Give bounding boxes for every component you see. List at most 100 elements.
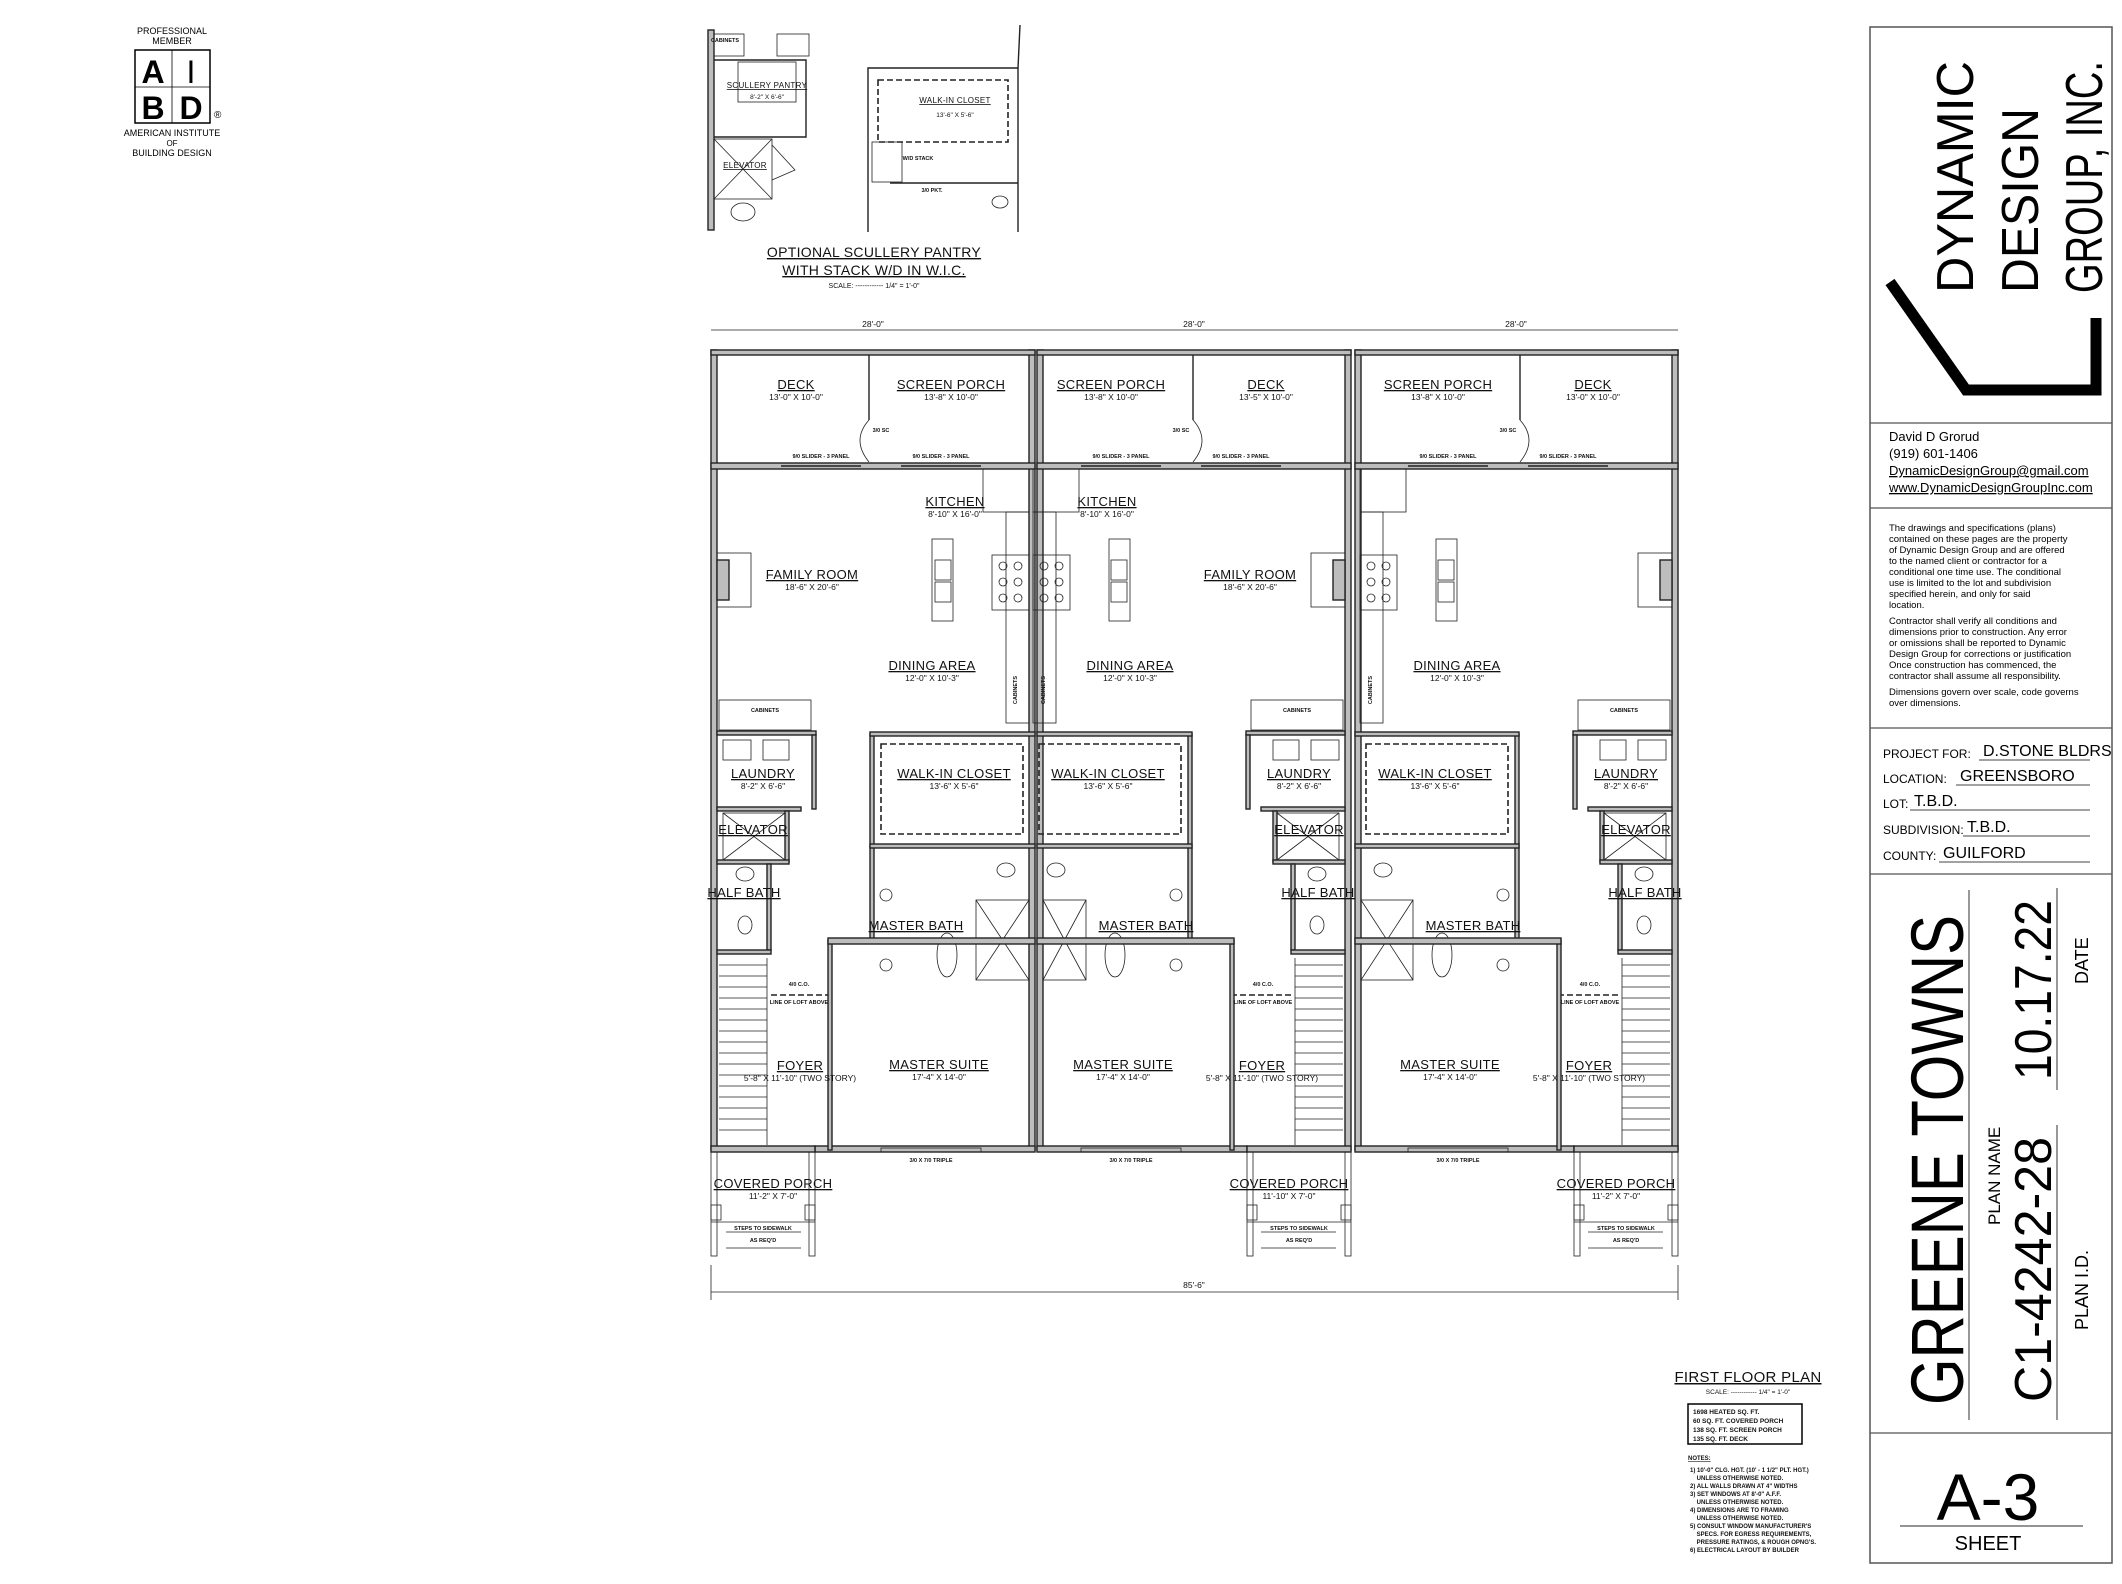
contact-name: David D Grorud <box>1889 429 1979 444</box>
room-label-deck: DECK <box>1574 377 1611 392</box>
top-dim-3: 28'-0" <box>1505 319 1527 329</box>
overall-dim: 85'-6" <box>1183 1280 1205 1290</box>
disclaimer-line: Contractor shall verify all conditions a… <box>1889 616 2057 627</box>
logo-bottom-2: OF <box>166 139 177 148</box>
room-label-kitchen: KITCHEN <box>1077 494 1136 509</box>
room-label-foyer: FOYER <box>1239 1058 1285 1073</box>
room-label-laundry: LAUNDRY <box>1594 766 1658 781</box>
project-for-value: D.STONE BLDRS <box>1983 743 2112 760</box>
slider-label: 9/0 SLIDER - 3 PANEL <box>1212 454 1270 460</box>
room-dims-dining: 12'-0" X 10'-3" <box>905 673 959 683</box>
room-dims-deck: 13'-5" X 10'-0" <box>1239 392 1293 402</box>
room-dims-suite: 17'-4" X 14'-0" <box>912 1072 966 1082</box>
logo-top-2: MEMBER <box>152 36 192 46</box>
room-dims-deck: 13'-0" X 10'-0" <box>1566 392 1620 402</box>
room-label-foyer: FOYER <box>1566 1058 1612 1073</box>
room-dims-screen: 13'-8" X 10'-0" <box>1411 392 1465 402</box>
logo-top-1: PROFESSIONAL <box>137 26 207 36</box>
contact-phone: (919) 601-1406 <box>1889 446 1978 461</box>
disclaimer-line: conditional one time use. The conditiona… <box>1889 567 2061 578</box>
room-label-walkin: WALK-IN CLOSET <box>1051 766 1165 781</box>
as-reqd-label: AS REQ'D <box>1613 1238 1639 1244</box>
window-label: 3/0 X 7/0 TRIPLE <box>1436 1158 1479 1164</box>
cabinets-label: CABINETS <box>751 708 779 714</box>
title-block: DYNAMIC DESIGN GROUP, INC. David D Groru… <box>1869 26 2114 1564</box>
disclaimer-line: Design Group for corrections or justific… <box>1889 649 2071 660</box>
loft-line-label: LINE OF LOFT ABOVE <box>1561 1000 1620 1006</box>
room-dims-family: 18'-6" X 20'-6" <box>1223 582 1277 592</box>
plan-id-label: PLAN I.D. <box>2072 1250 2092 1330</box>
plan-name: GREENE TOWNS <box>1896 915 1979 1405</box>
room-dims-walkin: 13'-6" X 5'-6" <box>1084 781 1133 791</box>
room-label-halfbath: HALF BATH <box>707 885 780 900</box>
disclaimer-line: dimensions prior to construction. Any er… <box>1889 627 2067 638</box>
disclaimer: The drawings and specifications (plans)c… <box>1889 523 2079 709</box>
area-line: 135 SQ. FT. DECK <box>1693 1436 1748 1443</box>
room-dims-foyer: 5'-8" X 11'-10" (TWO STORY) <box>1206 1073 1318 1083</box>
room-dims-porch: 11'-2" X 7'-0" <box>749 1191 797 1201</box>
first-floor-plan: 28'-0" 28'-0" 28'-0" 85'-6" 3/0 SC9/0 SL… <box>707 319 1681 1300</box>
disclaimer-line: contained on these pages are the propert… <box>1889 534 2068 545</box>
optional-scullery-plan: CABINETS SCULLERY PANTRY 8'-2" X 6'-6" E… <box>707 24 1021 290</box>
room-label-laundry: LAUNDRY <box>731 766 795 781</box>
room-label-masterbath: MASTER BATH <box>1099 918 1194 933</box>
contact-website[interactable]: www.DynamicDesignGroupInc.com <box>1888 480 2093 495</box>
room-label-screen: SCREEN PORCH <box>897 377 1005 392</box>
opt-scullery-dims: 8'-2" X 6'-6" <box>750 94 785 101</box>
room-label-masterbath: MASTER BATH <box>869 918 964 933</box>
contact-email[interactable]: DynamicDesignGroup@gmail.com <box>1889 463 2089 478</box>
company-line-2: DESIGN <box>1992 108 2050 293</box>
logo-letter-a: A <box>141 54 164 90</box>
disclaimer-line: Once construction has commenced, the <box>1889 660 2056 671</box>
top-dim-2: 28'-0" <box>1183 319 1205 329</box>
subdivision-label: SUBDIVISION: <box>1883 823 1964 837</box>
disclaimer-line: Dimensions govern over scale, code gover… <box>1889 687 2079 698</box>
window-label: 3/0 X 7/0 TRIPLE <box>1109 1158 1152 1164</box>
slider-label: 9/0 SLIDER - 3 PANEL <box>792 454 850 460</box>
slider-label: 9/0 SLIDER - 3 PANEL <box>912 454 970 460</box>
room-dims-family: 18'-6" X 20'-6" <box>785 582 839 592</box>
subdivision-value: T.B.D. <box>1967 819 2011 836</box>
room-dims-dining: 12'-0" X 10'-3" <box>1103 673 1157 683</box>
note-line: 2) ALL WALLS DRAWN AT 4" WIDTHS <box>1690 1484 1798 1490</box>
room-label-dining: DINING AREA <box>888 658 975 673</box>
room-label-elevator: ELEVATOR <box>1601 822 1671 837</box>
room-label-dining: DINING AREA <box>1413 658 1500 673</box>
room-label-family: FAMILY ROOM <box>766 567 858 582</box>
opt-title-2: WITH STACK W/D IN W.I.C. <box>782 262 966 278</box>
disclaimer-line: to the named client or contractor for a <box>1889 556 2048 567</box>
disclaimer-line: of Dynamic Design Group and are offered <box>1889 545 2065 556</box>
sheet-label: SHEET <box>1955 1533 2022 1555</box>
steps-label: STEPS TO SIDEWALK <box>1597 1226 1655 1232</box>
room-label-screen: SCREEN PORCH <box>1384 377 1492 392</box>
note-line: PRESSURE RATINGS, & ROUGH OPNG'S. <box>1690 1540 1816 1546</box>
note-line: UNLESS OTHERWISE NOTED. <box>1690 1500 1784 1506</box>
note-line: 5) CONSULT WINDOW MANUFACTURER'S <box>1690 1524 1811 1530</box>
opt-cabinets-label: CABINETS <box>711 38 739 44</box>
as-reqd-label: AS REQ'D <box>750 1238 776 1244</box>
room-dims-foyer: 5'-8" X 11'-10" (TWO STORY) <box>1533 1073 1645 1083</box>
cabinets-label: CABINETS <box>1610 708 1638 714</box>
room-dims-deck: 13'-0" X 10'-0" <box>769 392 823 402</box>
slider-label: 9/0 SLIDER - 3 PANEL <box>1092 454 1150 460</box>
logo-letter-d: D <box>179 90 202 126</box>
room-label-elevator: ELEVATOR <box>718 822 788 837</box>
steps-label: STEPS TO SIDEWALK <box>1270 1226 1328 1232</box>
note-line: UNLESS OTHERWISE NOTED. <box>1690 1516 1784 1522</box>
logo-letter-b: B <box>141 90 164 126</box>
room-label-elevator: ELEVATOR <box>1274 822 1344 837</box>
project-info: PROJECT FOR:D.STONE BLDRSLOCATION:GREENS… <box>1883 743 2112 863</box>
company-line-3: GROUP, INC. <box>2056 61 2114 293</box>
plan-date: 10.17.22 <box>2005 900 2063 1080</box>
county-label: COUNTY: <box>1883 849 1936 863</box>
cased-opening-label: 4/0 C.O. <box>1253 982 1274 988</box>
note-line: 4) DIMENSIONS ARE TO FRAMING <box>1690 1508 1789 1514</box>
room-dims-foyer: 5'-8" X 11'-10" (TWO STORY) <box>744 1073 856 1083</box>
plan-title-area: GREENE TOWNS PLAN NAME 10.17.22 DATE C1-… <box>1896 888 2092 1420</box>
room-label-porch: COVERED PORCH <box>1230 1176 1349 1191</box>
room-label-suite: MASTER SUITE <box>1400 1057 1500 1072</box>
registered-mark: ® <box>214 110 222 121</box>
project-for-label: PROJECT FOR: <box>1883 747 1971 761</box>
